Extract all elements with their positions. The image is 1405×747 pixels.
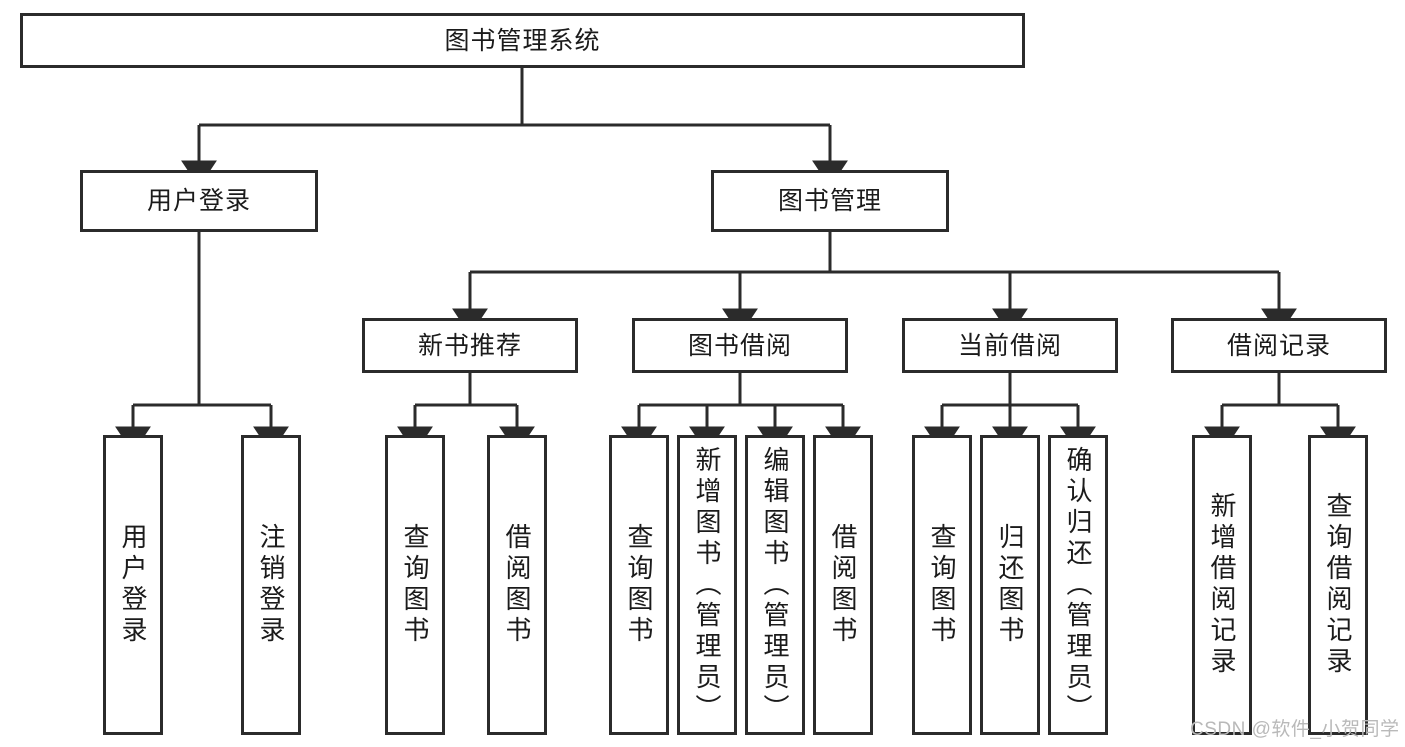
- node-label: 查询图书: [927, 523, 957, 647]
- node-leaf-confirm-return-admin[interactable]: 确认归还（管理员）: [1048, 435, 1108, 735]
- node-label: 当前借阅: [957, 331, 1062, 360]
- node-label: 注销登录: [256, 523, 286, 647]
- node-label: 查询借阅记录: [1323, 492, 1353, 678]
- node-current-borrow[interactable]: 当前借阅: [902, 318, 1118, 373]
- node-leaf-borrow-book[interactable]: 借阅图书: [813, 435, 873, 735]
- node-label: 新增图书（管理员）: [692, 445, 722, 725]
- node-label: 图书管理: [777, 187, 882, 215]
- node-label: 新增借阅记录: [1207, 492, 1237, 678]
- node-label: 查询图书: [624, 523, 654, 647]
- node-new-book-recommendation[interactable]: 新书推荐: [362, 318, 578, 373]
- node-book-management[interactable]: 图书管理: [711, 170, 949, 232]
- node-borrow-record[interactable]: 借阅记录: [1171, 318, 1387, 373]
- node-user-login[interactable]: 用户登录: [80, 170, 318, 232]
- node-book-borrow[interactable]: 图书借阅: [632, 318, 848, 373]
- node-leaf-query-book-current[interactable]: 查询图书: [912, 435, 972, 735]
- node-label: 图书管理系统: [444, 26, 601, 55]
- node-label: 用户登录: [146, 187, 251, 215]
- node-leaf-user-login[interactable]: 用户登录: [103, 435, 163, 735]
- node-leaf-borrow-book-recommend[interactable]: 借阅图书: [487, 435, 547, 735]
- node-label: 归还图书: [995, 523, 1025, 647]
- node-leaf-edit-book-admin[interactable]: 编辑图书（管理员）: [745, 435, 805, 735]
- node-label: 编辑图书（管理员）: [760, 445, 790, 725]
- node-label: 借阅图书: [502, 523, 532, 647]
- node-label: 确认归还（管理员）: [1063, 445, 1093, 725]
- node-label: 借阅记录: [1226, 331, 1331, 360]
- node-leaf-query-borrow-record[interactable]: 查询借阅记录: [1308, 435, 1368, 735]
- node-leaf-add-borrow-record[interactable]: 新增借阅记录: [1192, 435, 1252, 735]
- node-label: 查询图书: [400, 523, 430, 647]
- node-leaf-add-book-admin[interactable]: 新增图书（管理员）: [677, 435, 737, 735]
- node-leaf-query-book-borrow[interactable]: 查询图书: [609, 435, 669, 735]
- node-label: 图书借阅: [687, 331, 792, 360]
- node-label: 借阅图书: [828, 523, 858, 647]
- node-leaf-query-book-recommend[interactable]: 查询图书: [385, 435, 445, 735]
- node-root-book-management-system[interactable]: 图书管理系统: [20, 13, 1025, 68]
- node-leaf-logout[interactable]: 注销登录: [241, 435, 301, 735]
- csdn-watermark: CSDN @软件_小贺同学: [1190, 719, 1400, 740]
- node-leaf-return-book[interactable]: 归还图书: [980, 435, 1040, 735]
- node-label: 用户登录: [118, 523, 148, 647]
- node-label: 新书推荐: [417, 331, 522, 360]
